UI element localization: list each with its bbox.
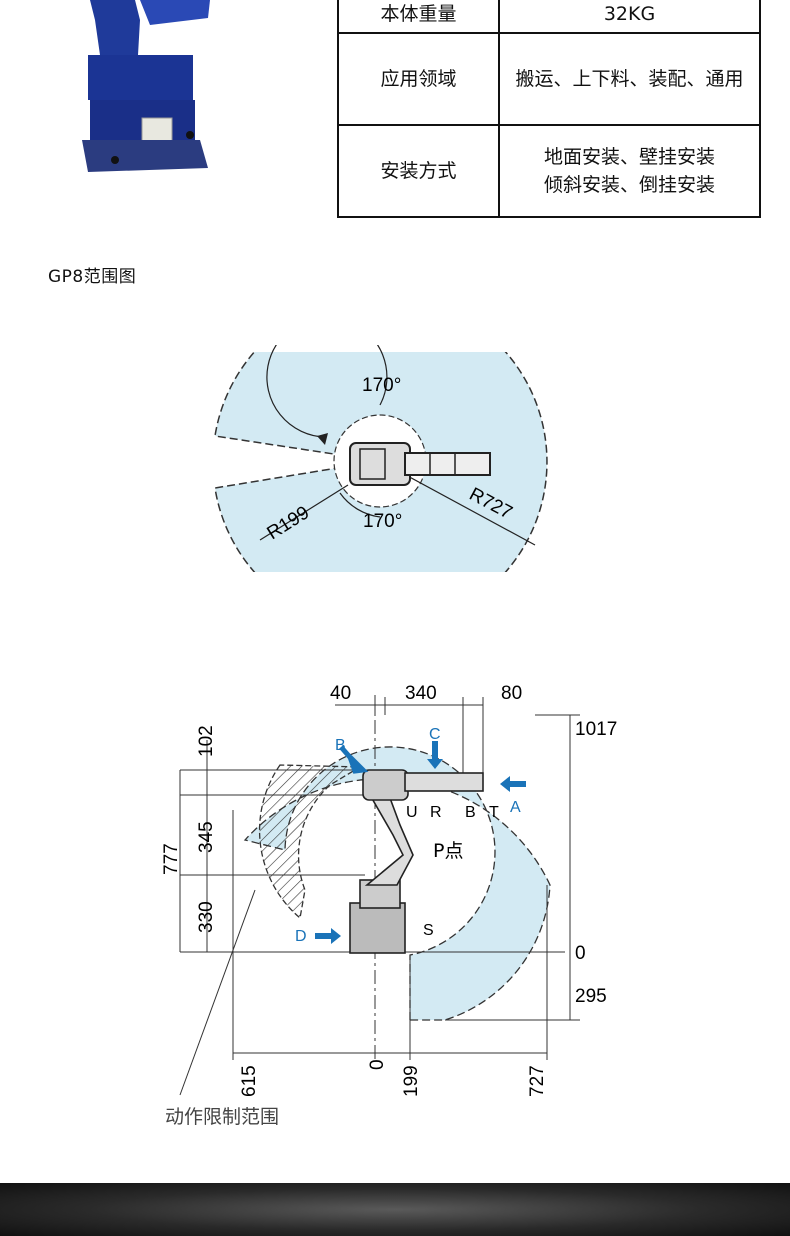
spec-key: 安装方式 bbox=[337, 124, 500, 218]
p-point-label: P点 bbox=[433, 840, 463, 862]
top-view-diagram: 170° 170° R199 R727 bbox=[214, 345, 548, 572]
limit-range-label: 动作限制范围 bbox=[165, 1106, 279, 1128]
table-row: 应用领域 搬运、上下料、装配、通用 bbox=[337, 32, 761, 126]
spec-value: 地面安装、壁挂安装 倾斜安装、倒挂安装 bbox=[498, 124, 761, 218]
spec-key: 应用领域 bbox=[337, 32, 500, 126]
axis-u: U bbox=[406, 804, 418, 821]
table-row: 安装方式 地面安装、壁挂安装 倾斜安装、倒挂安装 bbox=[337, 124, 761, 218]
spec-value: 32KG bbox=[498, 0, 761, 34]
dim-bottom-199: 199 bbox=[401, 1065, 422, 1097]
dim-left-102: 102 bbox=[196, 725, 217, 757]
dim-bottom-0: 0 bbox=[367, 1059, 388, 1070]
dim-top-340: 340 bbox=[405, 683, 437, 704]
side-view-diagram: 40 340 80 102 345 330 777 1017 0 295 615… bbox=[161, 683, 617, 1128]
arrow-a: A bbox=[510, 799, 521, 816]
dim-top-80: 80 bbox=[501, 683, 522, 704]
dim-bottom-727: 727 bbox=[527, 1065, 548, 1097]
dim-bottom-615: 615 bbox=[239, 1065, 260, 1097]
bottom-angle-label: 170° bbox=[363, 511, 402, 532]
section-title: GP8范围图 bbox=[48, 267, 137, 287]
dim-right-1017: 1017 bbox=[575, 719, 617, 740]
top-angle-label: 170° bbox=[362, 375, 401, 396]
axis-b: B bbox=[465, 804, 476, 821]
footer-band bbox=[0, 1183, 790, 1236]
dim-right-295: 295 bbox=[575, 986, 607, 1007]
spec-key: 本体重量 bbox=[337, 0, 500, 34]
dim-left-777: 777 bbox=[161, 843, 182, 875]
dim-right-0: 0 bbox=[575, 943, 586, 964]
arrow-c: C bbox=[429, 726, 441, 743]
axis-t: T bbox=[489, 804, 499, 821]
dim-left-345: 345 bbox=[196, 821, 217, 853]
dim-top-40: 40 bbox=[330, 683, 351, 704]
arrow-d: D bbox=[295, 928, 307, 945]
table-row: 本体重量 32KG bbox=[337, 0, 761, 34]
dim-left-330: 330 bbox=[196, 901, 217, 933]
axis-r: R bbox=[430, 804, 442, 821]
spec-value: 搬运、上下料、装配、通用 bbox=[498, 32, 761, 126]
arrow-b: B bbox=[335, 737, 346, 754]
robot-photo bbox=[82, 0, 210, 172]
spec-table: 本体重量 32KG 应用领域 搬运、上下料、装配、通用 安装方式 地面安装、壁挂… bbox=[337, 0, 761, 218]
axis-s: S bbox=[423, 922, 434, 939]
